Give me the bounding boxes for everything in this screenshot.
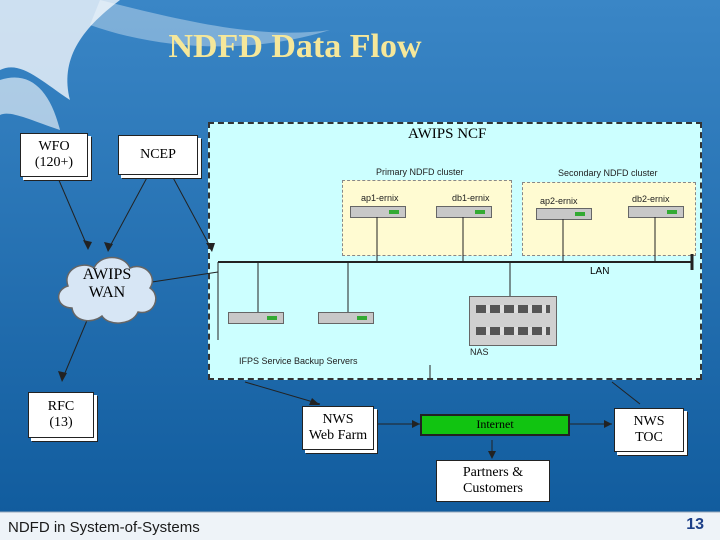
- lan-label: LAN: [590, 266, 610, 277]
- ifps-label: IFPS Service Backup Servers: [239, 356, 358, 366]
- ifps-server-2: [318, 312, 374, 324]
- page-title: NDFD Data Flow: [168, 28, 422, 65]
- ap2-server: [536, 208, 592, 220]
- awips-wan-cloud: [58, 256, 157, 324]
- nws-web-farm-line1: NWS: [322, 411, 354, 427]
- awips-wan-line2: WAN: [88, 284, 126, 302]
- nas-device: [469, 296, 557, 346]
- primary-cluster-label: Primary NDFD cluster: [376, 167, 464, 177]
- internet-box: Internet: [420, 414, 570, 436]
- nws-web-farm-box: NWS Web Farm: [302, 406, 374, 450]
- db1-label: db1-ernix: [452, 193, 490, 203]
- wfo-box: WFO (120+): [20, 133, 88, 177]
- nws-toc-box: NWS TOC: [614, 408, 684, 452]
- partners-box: Partners & Customers: [436, 460, 550, 502]
- awips-wan-line1: AWIPS: [82, 266, 132, 283]
- partners-line1: Partners &: [462, 464, 524, 480]
- rfc-count: (13): [49, 415, 73, 430]
- nws-web-farm-line2: Web Farm: [308, 428, 368, 443]
- page-number: 13: [686, 516, 704, 533]
- primary-cluster-box: [342, 180, 512, 256]
- ncep-box: NCEP: [118, 135, 198, 175]
- awips-wan-label: AWIPS WAN: [52, 266, 162, 303]
- nas-label: NAS: [470, 347, 489, 357]
- db2-label: db2-ernix: [632, 194, 670, 204]
- ap1-server: [350, 206, 406, 218]
- db2-server: [628, 206, 684, 218]
- ifps-server-1: [228, 312, 284, 324]
- footer-text: NDFD in System-of-Systems: [8, 519, 200, 536]
- wfo-label: WFO: [38, 138, 70, 154]
- nws-toc-line2: TOC: [635, 430, 663, 445]
- nws-toc-line1: NWS: [633, 413, 665, 429]
- db1-server: [436, 206, 492, 218]
- internet-label: Internet: [476, 417, 514, 432]
- secondary-cluster-label: Secondary NDFD cluster: [558, 168, 658, 178]
- ap1-label: ap1-ernix: [361, 193, 399, 203]
- wfo-count: (120+): [34, 155, 74, 170]
- partners-line2: Customers: [463, 481, 523, 496]
- ap2-label: ap2-ernix: [540, 196, 578, 206]
- rfc-label: RFC: [47, 398, 75, 414]
- ncep-label: NCEP: [140, 146, 176, 162]
- rfc-box: RFC (13): [28, 392, 94, 438]
- awips-ncf-title: AWIPS NCF: [408, 126, 487, 142]
